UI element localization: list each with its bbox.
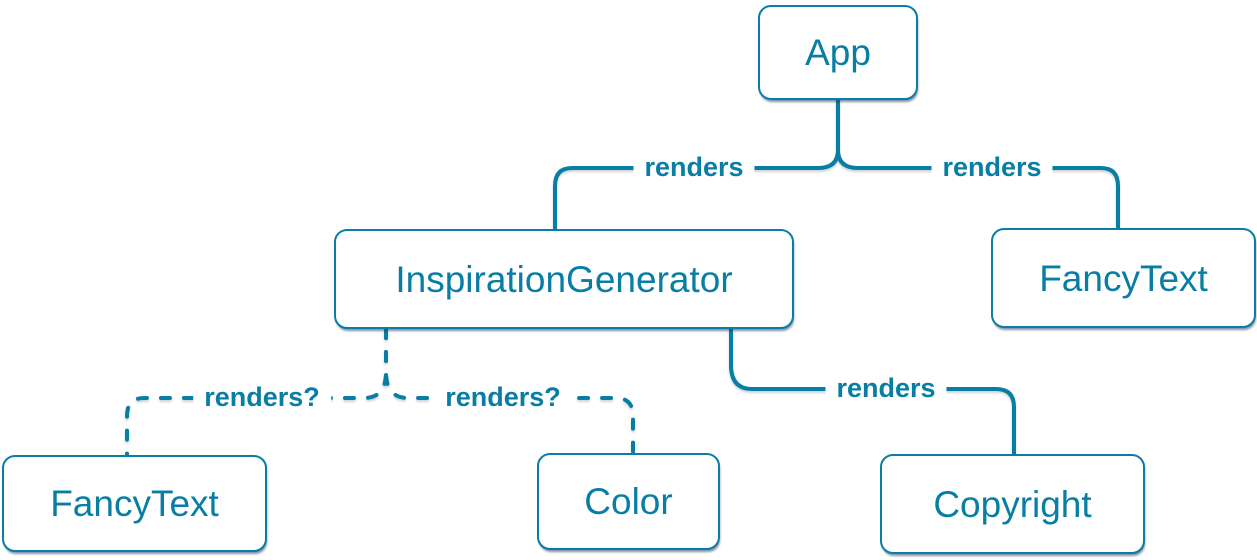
edge-label-inspirationgenerator-fancytext: renders? [193, 382, 331, 413]
edge-label-app-fancytext: renders [931, 152, 1053, 183]
node-fancy-text-top-label: FancyText [1039, 257, 1208, 299]
node-color: Color [537, 453, 720, 550]
edge-label-inspirationgenerator-copyright: renders [825, 373, 947, 404]
node-fancy-text-top: FancyText [991, 228, 1256, 328]
node-color-label: Color [584, 481, 673, 522]
node-app: App [758, 5, 918, 100]
node-inspiration-generator-label: InspirationGenerator [395, 258, 733, 300]
node-inspiration-generator: InspirationGenerator [334, 229, 794, 329]
node-copyright-label: Copyright [933, 483, 1092, 525]
node-fancy-text-bottom-label: FancyText [50, 483, 219, 524]
edge-label-inspirationgenerator-color: renders? [434, 382, 572, 413]
node-fancy-text-bottom: FancyText [2, 455, 267, 552]
node-copyright: Copyright [880, 454, 1145, 554]
edge-label-app-inspirationgenerator: renders [633, 152, 755, 183]
node-app-label: App [805, 32, 871, 73]
